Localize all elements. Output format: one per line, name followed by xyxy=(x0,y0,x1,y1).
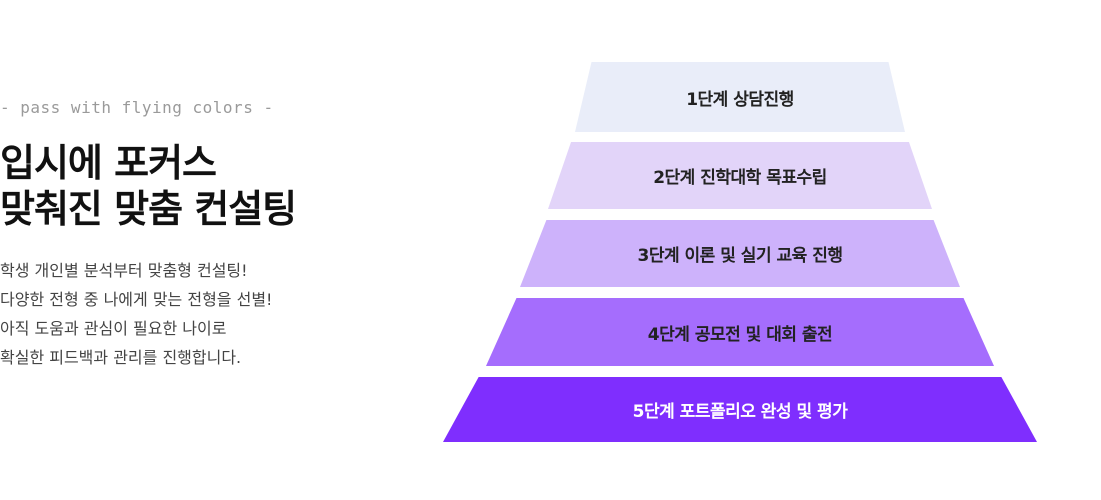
tagline: - pass with flying colors - xyxy=(0,98,274,117)
headline-line-2: 맞춰진 맞춤 컨설팅 xyxy=(0,187,297,231)
intro-copy: - pass with flying colors - 입시에 포커스 맞춰진 … xyxy=(0,96,420,372)
pyramid-tier-3: 3단계 이론 및 실기 교육 진행 xyxy=(520,220,960,287)
description-line-4: 확실한 피드백과 관리를 진행합니다. xyxy=(0,348,242,367)
pyramid-tier-1: 1단계 상담진행 xyxy=(575,62,905,132)
description-line-1: 학생 개인별 분석부터 맞춤형 컨설팅! xyxy=(0,261,248,280)
description-line-2: 다양한 전형 중 나에게 맞는 전형을 선별! xyxy=(0,290,273,309)
pyramid-tier-4: 4단계 공모전 및 대회 출전 xyxy=(486,298,994,366)
pyramid-tier-2: 2단계 진학대학 목표수립 xyxy=(548,142,932,209)
pyramid-tier-5: 5단계 포트폴리오 완성 및 평가 xyxy=(443,377,1037,442)
headline-line-1: 입시에 포커스 xyxy=(0,141,217,185)
description: 학생 개인별 분석부터 맞춤형 컨설팅! 다양한 전형 중 나에게 맞는 전형을… xyxy=(0,256,420,372)
description-line-3: 아직 도움과 관심이 필요한 나이로 xyxy=(0,319,227,338)
headline: 입시에 포커스 맞춰진 맞춤 컨설팅 xyxy=(0,140,420,232)
process-pyramid: 1단계 상담진행 2단계 진학대학 목표수립 3단계 이론 및 실기 교육 진행… xyxy=(440,60,1040,444)
